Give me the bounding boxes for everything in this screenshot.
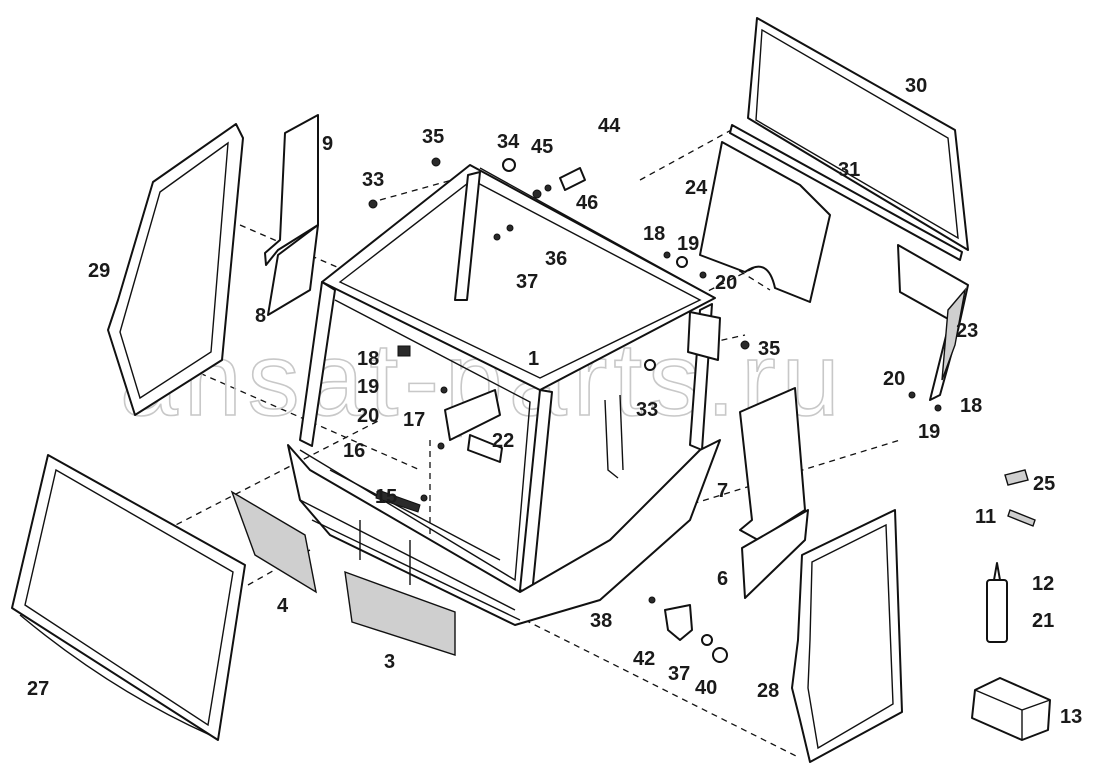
washer-19-icon bbox=[676, 256, 688, 268]
callout-24: 24 bbox=[685, 177, 708, 199]
callout-11: 11 bbox=[975, 506, 996, 528]
bolt-16-icon bbox=[420, 494, 428, 502]
hardware-items bbox=[368, 157, 1051, 741]
callout-20-b: 20 bbox=[715, 272, 737, 294]
callout-29: 29 bbox=[88, 260, 110, 282]
lower-front-panel bbox=[344, 570, 456, 656]
nut-33b-icon bbox=[644, 359, 656, 371]
bolt-33-icon bbox=[368, 199, 378, 209]
front-windshield bbox=[11, 454, 246, 741]
callout-27: 27 bbox=[27, 678, 49, 700]
callout-19-a: 19 bbox=[357, 376, 379, 398]
callout-42: 42 bbox=[633, 648, 655, 670]
side-trim-panel bbox=[897, 244, 969, 401]
callout-1: 1 bbox=[528, 348, 539, 370]
callout-16: 16 bbox=[343, 440, 365, 462]
left-lower-window bbox=[267, 224, 319, 316]
callout-4: 4 bbox=[277, 595, 289, 617]
rear-headliner-panel bbox=[699, 141, 831, 303]
callout-40: 40 bbox=[695, 677, 717, 699]
callout-36: 36 bbox=[545, 248, 567, 270]
screw-37-icon bbox=[506, 224, 514, 232]
bracket-38-icon bbox=[664, 604, 693, 641]
callout-44: 44 bbox=[598, 115, 621, 137]
sealant-tube-icon bbox=[986, 579, 1008, 643]
washer-19b-icon bbox=[440, 386, 448, 394]
bolt-42-icon bbox=[648, 596, 656, 604]
pad-25-icon bbox=[1004, 469, 1029, 486]
callout-19-b: 19 bbox=[677, 233, 699, 255]
callout-8: 8 bbox=[255, 305, 266, 327]
nut-20c-icon bbox=[908, 391, 916, 399]
callout-33-a: 33 bbox=[362, 169, 384, 191]
callout-3: 3 bbox=[384, 651, 395, 673]
right-door-frame bbox=[791, 509, 903, 763]
right-lower-window bbox=[741, 509, 809, 599]
nut-20-icon bbox=[699, 271, 707, 279]
nut-20b-icon bbox=[437, 442, 445, 450]
screw-46-icon bbox=[544, 184, 552, 192]
left-door-frame bbox=[107, 123, 244, 416]
callout-20-c: 20 bbox=[883, 368, 905, 390]
callout-15: 15 bbox=[375, 486, 397, 508]
bolt-18c-icon bbox=[934, 404, 942, 412]
callout-22: 22 bbox=[492, 430, 514, 452]
nut-40-icon bbox=[712, 647, 728, 663]
callout-37-a: 37 bbox=[516, 271, 538, 293]
callout-18-a: 18 bbox=[357, 348, 379, 370]
roof-seal-strip bbox=[729, 124, 963, 261]
callout-34: 34 bbox=[497, 131, 520, 153]
callout-9: 9 bbox=[322, 133, 333, 155]
screw-36-icon bbox=[493, 233, 501, 241]
callout-17: 17 bbox=[403, 409, 425, 431]
callout-37-b: 37 bbox=[668, 663, 690, 685]
callout-31: 31 bbox=[838, 159, 860, 181]
callout-labels: 1 3 4 6 7 8 9 11 12 13 15 16 17 18 18 18… bbox=[27, 75, 1082, 728]
callout-46: 46 bbox=[576, 192, 598, 214]
block-18-icon bbox=[397, 345, 411, 357]
callout-33-b: 33 bbox=[636, 399, 658, 421]
cab-frame bbox=[287, 164, 721, 626]
bolt-35-icon bbox=[431, 157, 441, 167]
callout-12: 12 bbox=[1032, 573, 1054, 595]
washer-37-icon bbox=[701, 634, 713, 646]
nut-34-icon bbox=[502, 158, 516, 172]
callout-21: 21 bbox=[1032, 610, 1054, 632]
callout-18-b: 18 bbox=[643, 223, 665, 245]
callout-13: 13 bbox=[1060, 706, 1082, 728]
left-upper-window bbox=[264, 114, 319, 266]
callout-30: 30 bbox=[905, 75, 927, 97]
callout-23: 23 bbox=[956, 320, 978, 342]
sealant-box-13-icon bbox=[971, 677, 1051, 741]
callout-45: 45 bbox=[531, 136, 553, 158]
callout-35-b: 35 bbox=[758, 338, 780, 360]
bolt-18-icon bbox=[663, 251, 671, 259]
latch-44-icon bbox=[559, 167, 586, 191]
washer-45-icon bbox=[532, 189, 542, 199]
callout-6: 6 bbox=[717, 568, 728, 590]
roof-glass bbox=[747, 17, 969, 251]
callout-25: 25 bbox=[1033, 473, 1055, 495]
callout-35-a: 35 bbox=[422, 126, 444, 148]
callout-20-a: 20 bbox=[357, 405, 379, 427]
callout-28: 28 bbox=[757, 680, 779, 702]
strip-11-icon bbox=[1007, 509, 1036, 527]
callout-19-c: 19 bbox=[918, 421, 940, 443]
callout-38: 38 bbox=[590, 610, 612, 632]
lower-left-panel bbox=[230, 490, 317, 594]
callout-7: 7 bbox=[717, 480, 728, 502]
callout-18-c: 18 bbox=[960, 395, 982, 417]
bolt-35b-icon bbox=[740, 340, 750, 350]
